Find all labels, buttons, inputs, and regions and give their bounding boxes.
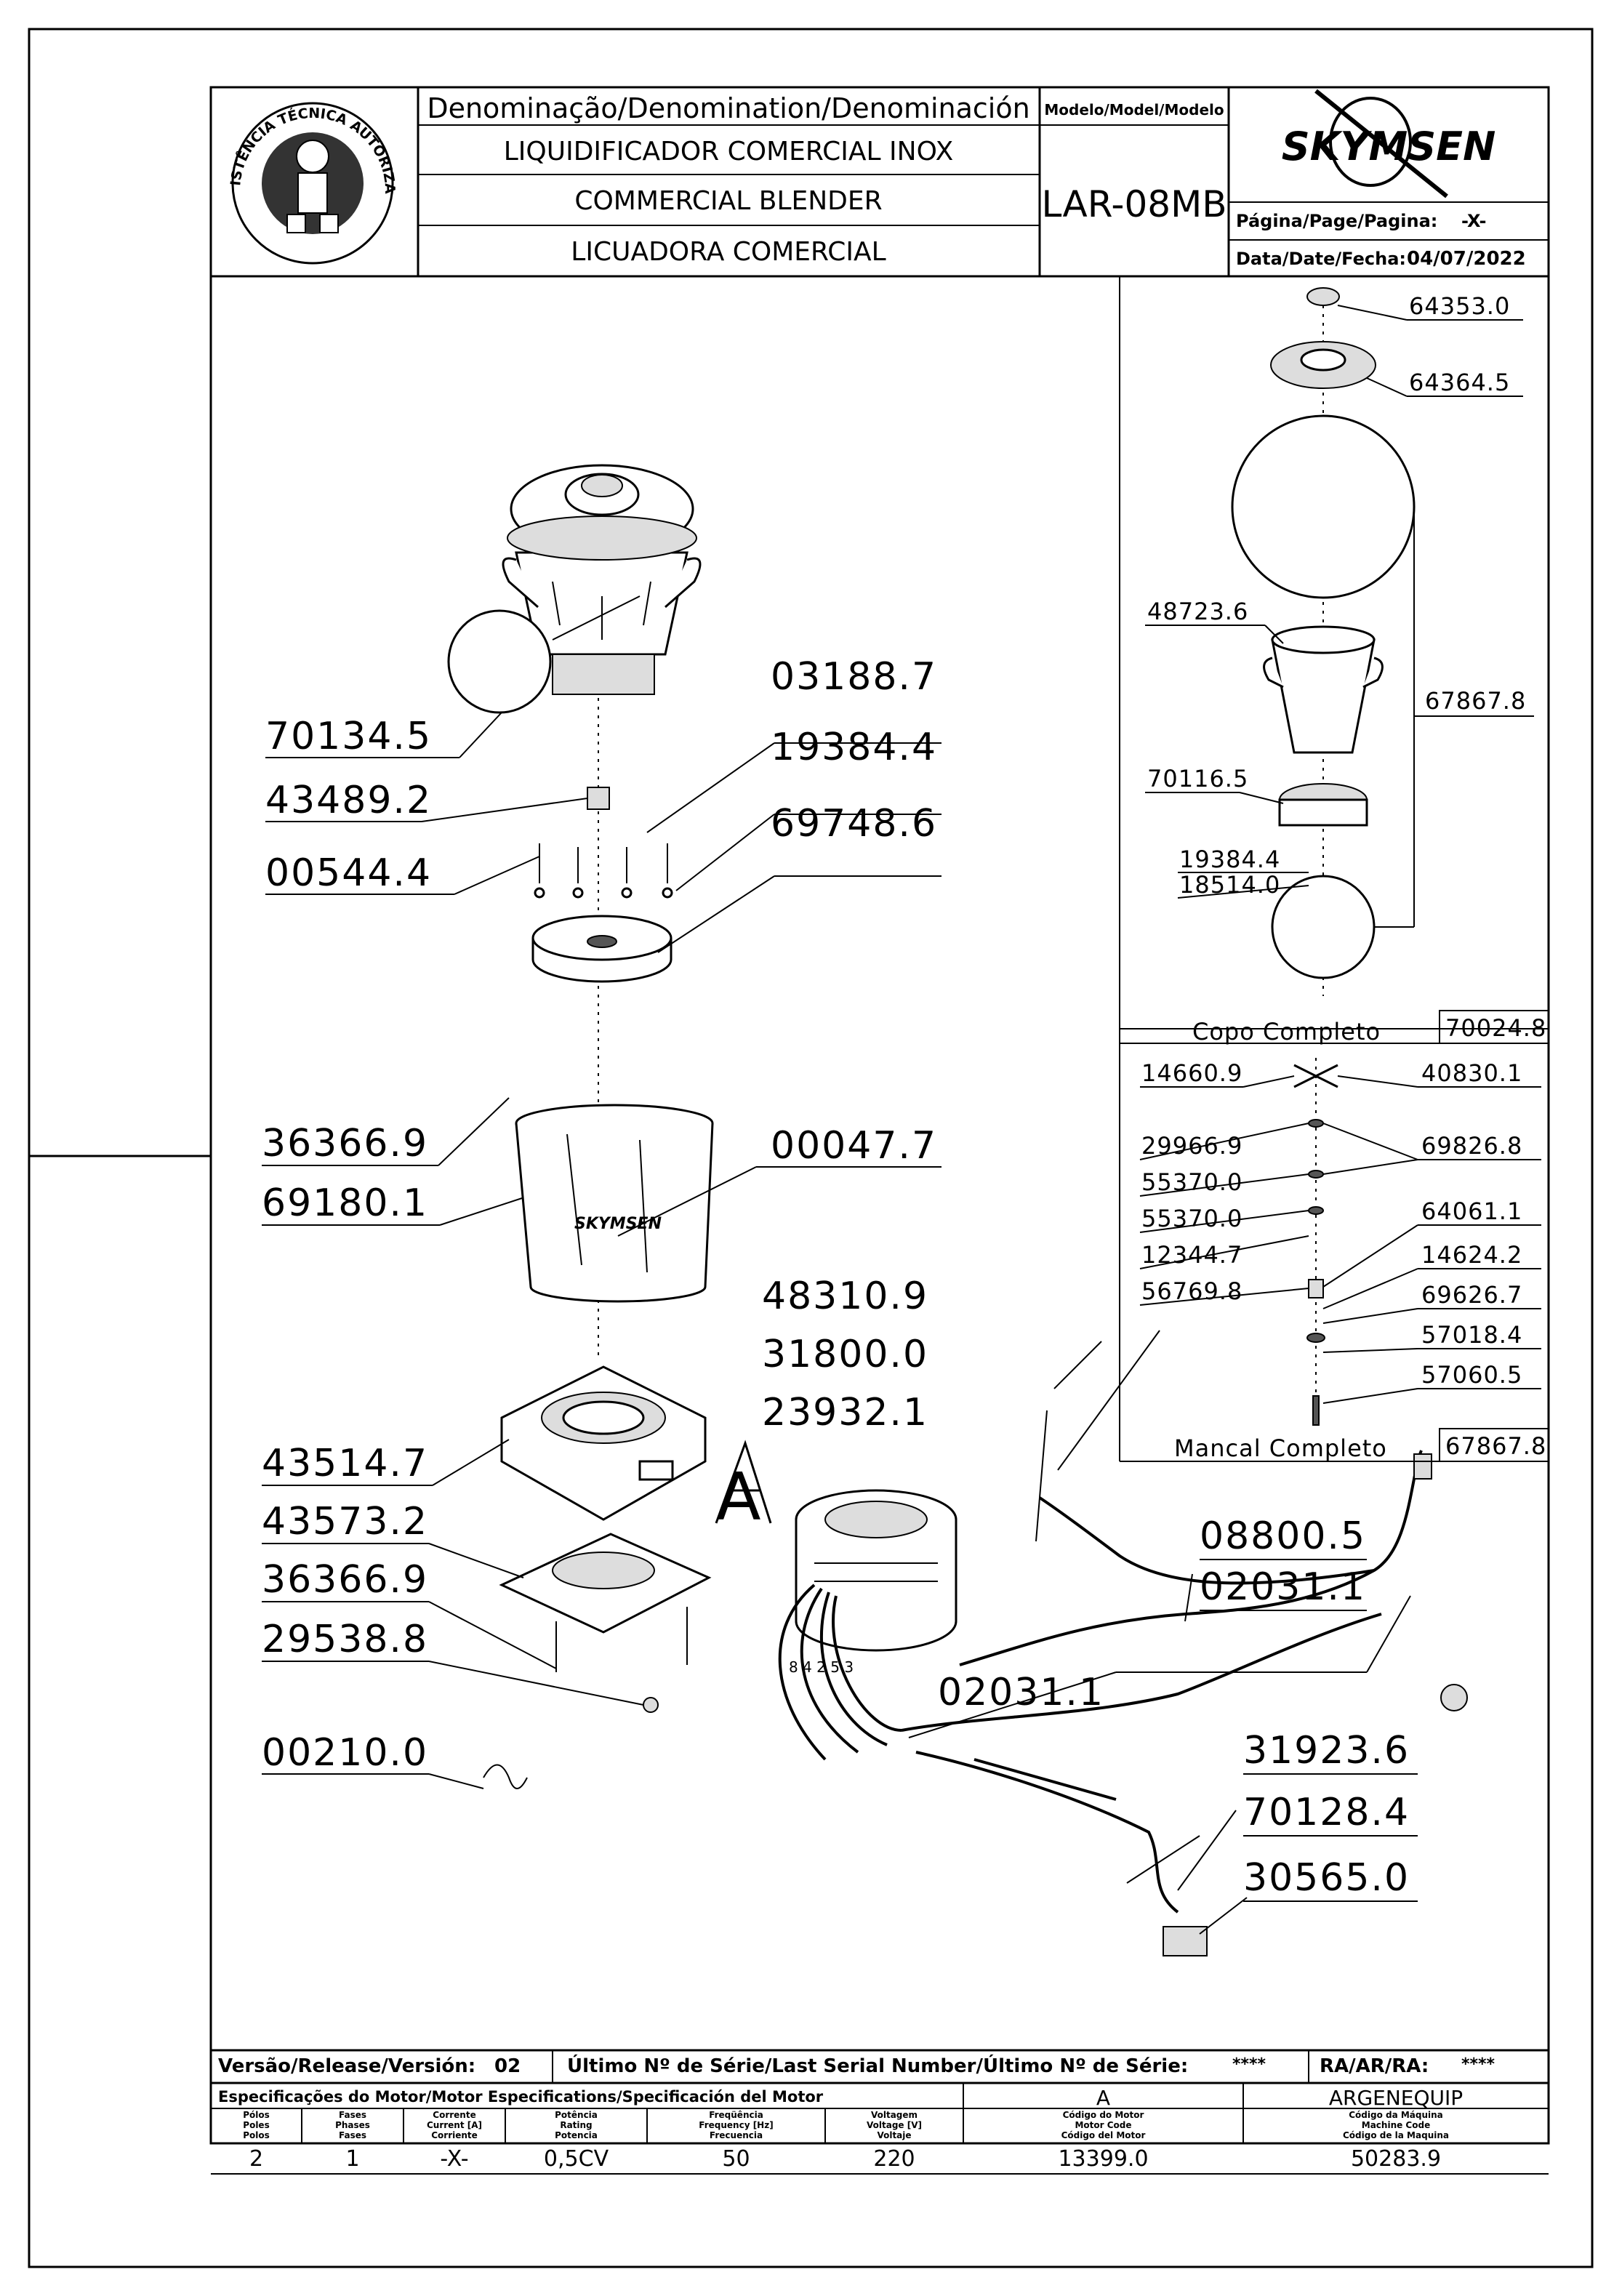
screws xyxy=(534,843,673,899)
detail-circle xyxy=(447,609,552,714)
cap xyxy=(1306,287,1340,306)
page-label: Página/Page/Pagina: xyxy=(1236,211,1437,231)
part-43514: 43514.7 xyxy=(262,1442,428,1485)
part-14624: 14624.2 xyxy=(1421,1241,1522,1269)
part-00210: 00210.0 xyxy=(262,1731,428,1775)
model-label: Modelo/Model/Modelo xyxy=(1044,101,1224,119)
part-48723: 48723.6 xyxy=(1147,598,1248,625)
part-29966: 29966.9 xyxy=(1141,1132,1242,1160)
view-marker-a-label: A xyxy=(716,1459,761,1536)
part-56769: 56769.8 xyxy=(1141,1277,1242,1305)
authorized-service-seal: ASSISTÊNCIA TÉCNICA AUTORIZADA xyxy=(0,0,398,265)
part-70128: 70128.4 xyxy=(1243,1791,1410,1834)
part-00047: 00047.7 xyxy=(771,1124,937,1168)
part-29538: 29538.8 xyxy=(262,1618,428,1661)
motor: 8 4 2 5 3 xyxy=(778,1489,957,1761)
part-55370-b: 55370.0 xyxy=(1141,1205,1242,1232)
cable-gland xyxy=(1440,1684,1468,1711)
coupling xyxy=(587,787,610,810)
housing-brand: SKYMSEN xyxy=(574,1215,662,1233)
drawing-frame xyxy=(209,86,1550,2145)
part-69180: 69180.1 xyxy=(262,1181,428,1225)
bottom-plate xyxy=(499,1533,712,1713)
part-43489: 43489.2 xyxy=(265,779,432,822)
view-marker-a xyxy=(715,1440,772,1524)
part-69748: 69748.6 xyxy=(771,802,937,846)
part-57060: 57060.5 xyxy=(1421,1361,1522,1389)
bearing-assembly-title: Mancal Completo xyxy=(1174,1434,1387,1462)
main-cable xyxy=(901,1613,1382,1732)
part-03188: 03188.7 xyxy=(771,655,937,699)
brand-wordmark: SKYMSEN xyxy=(1282,124,1496,169)
part-69826: 69826.8 xyxy=(1421,1132,1522,1160)
part-69626: 69626.7 xyxy=(1421,1281,1522,1309)
page-value: -X- xyxy=(1461,211,1487,231)
coupling-plate xyxy=(531,915,673,983)
power-plug xyxy=(1413,1453,1432,1480)
part-12344: 12344.7 xyxy=(1141,1241,1242,1269)
date-value: 04/07/2022 xyxy=(1407,248,1526,270)
housing-cylinder: SKYMSEN xyxy=(515,1104,714,1303)
part-57018: 57018.4 xyxy=(1421,1321,1522,1349)
model-value: LAR-08MB xyxy=(1041,183,1226,225)
part-70116: 70116.5 xyxy=(1147,765,1248,792)
part-67867-ref: 67867.8 xyxy=(1425,687,1526,715)
part-19384-cup: 19384.4 xyxy=(1179,846,1280,873)
detail-circle-top xyxy=(1231,414,1416,599)
base-housing xyxy=(500,1365,707,1521)
part-36366-a: 36366.9 xyxy=(262,1122,428,1165)
part-02031-a: 02031.1 xyxy=(1200,1565,1366,1609)
date-label: Data/Date/Fecha: xyxy=(1236,249,1406,269)
detail-circle-bottom xyxy=(1271,875,1376,979)
footer-spec-table xyxy=(211,2049,1549,2175)
product-name-es: LICUADORA COMERCIAL xyxy=(571,237,886,267)
switch xyxy=(1163,1926,1208,1956)
part-08800: 08800.5 xyxy=(1200,1514,1366,1558)
part-30565: 30565.0 xyxy=(1243,1856,1410,1900)
part-70134: 70134.5 xyxy=(265,715,432,758)
part-18514: 18514.0 xyxy=(1179,871,1280,899)
part-14660: 14660.9 xyxy=(1141,1059,1242,1087)
part-48310: 48310.9 xyxy=(762,1275,928,1318)
product-name-en: COMMERCIAL BLENDER xyxy=(574,186,882,216)
part-36366-b: 36366.9 xyxy=(262,1558,428,1602)
product-name-pt: LIQUIDIFICADOR COMERCIAL INOX xyxy=(504,137,954,166)
part-02031-b: 02031.1 xyxy=(938,1671,1104,1714)
main-exploded-view: SKYMSEN xyxy=(262,464,1468,1956)
bearing-detail-panel: 14660.9 40830.1 29966.9 69826.8 55370.0 … xyxy=(1139,1058,1546,1462)
sheet-border xyxy=(28,28,1594,2268)
spring xyxy=(483,1764,528,1789)
part-64061: 64061.1 xyxy=(1421,1197,1522,1225)
denomination-label: Denominação/Denomination/Denominación xyxy=(427,92,1029,124)
jar-small xyxy=(1271,638,1376,754)
skymsen-logo: SKYMSEN xyxy=(1282,89,1496,198)
blade xyxy=(1293,1064,1338,1088)
bearing-assembly-code: 67867.8 xyxy=(1445,1432,1546,1460)
part-00544: 00544.4 xyxy=(265,851,432,895)
part-55370-a: 55370.0 xyxy=(1141,1168,1242,1196)
motor-wire-numbers: 8 4 2 5 3 xyxy=(789,1658,854,1676)
part-43573: 43573.2 xyxy=(262,1500,428,1544)
cup-assembly-code: 70024.8 xyxy=(1445,1014,1546,1042)
part-64364: 64364.5 xyxy=(1409,369,1510,396)
part-19384: 19384.4 xyxy=(771,726,937,769)
part-64353: 64353.0 xyxy=(1409,292,1510,320)
part-31800: 31800.0 xyxy=(762,1333,928,1376)
part-23932: 23932.1 xyxy=(762,1391,928,1434)
title-block: Denominação/Denomination/Denominación LI… xyxy=(0,0,1549,278)
cup-assembly-title: Copo Completo xyxy=(1192,1018,1381,1045)
cup-detail-panel: 64353.0 64364.5 48723.6 67867.8 70116.5 … xyxy=(1119,276,1549,1462)
part-40830: 40830.1 xyxy=(1421,1059,1522,1087)
part-31923: 31923.6 xyxy=(1243,1729,1410,1773)
